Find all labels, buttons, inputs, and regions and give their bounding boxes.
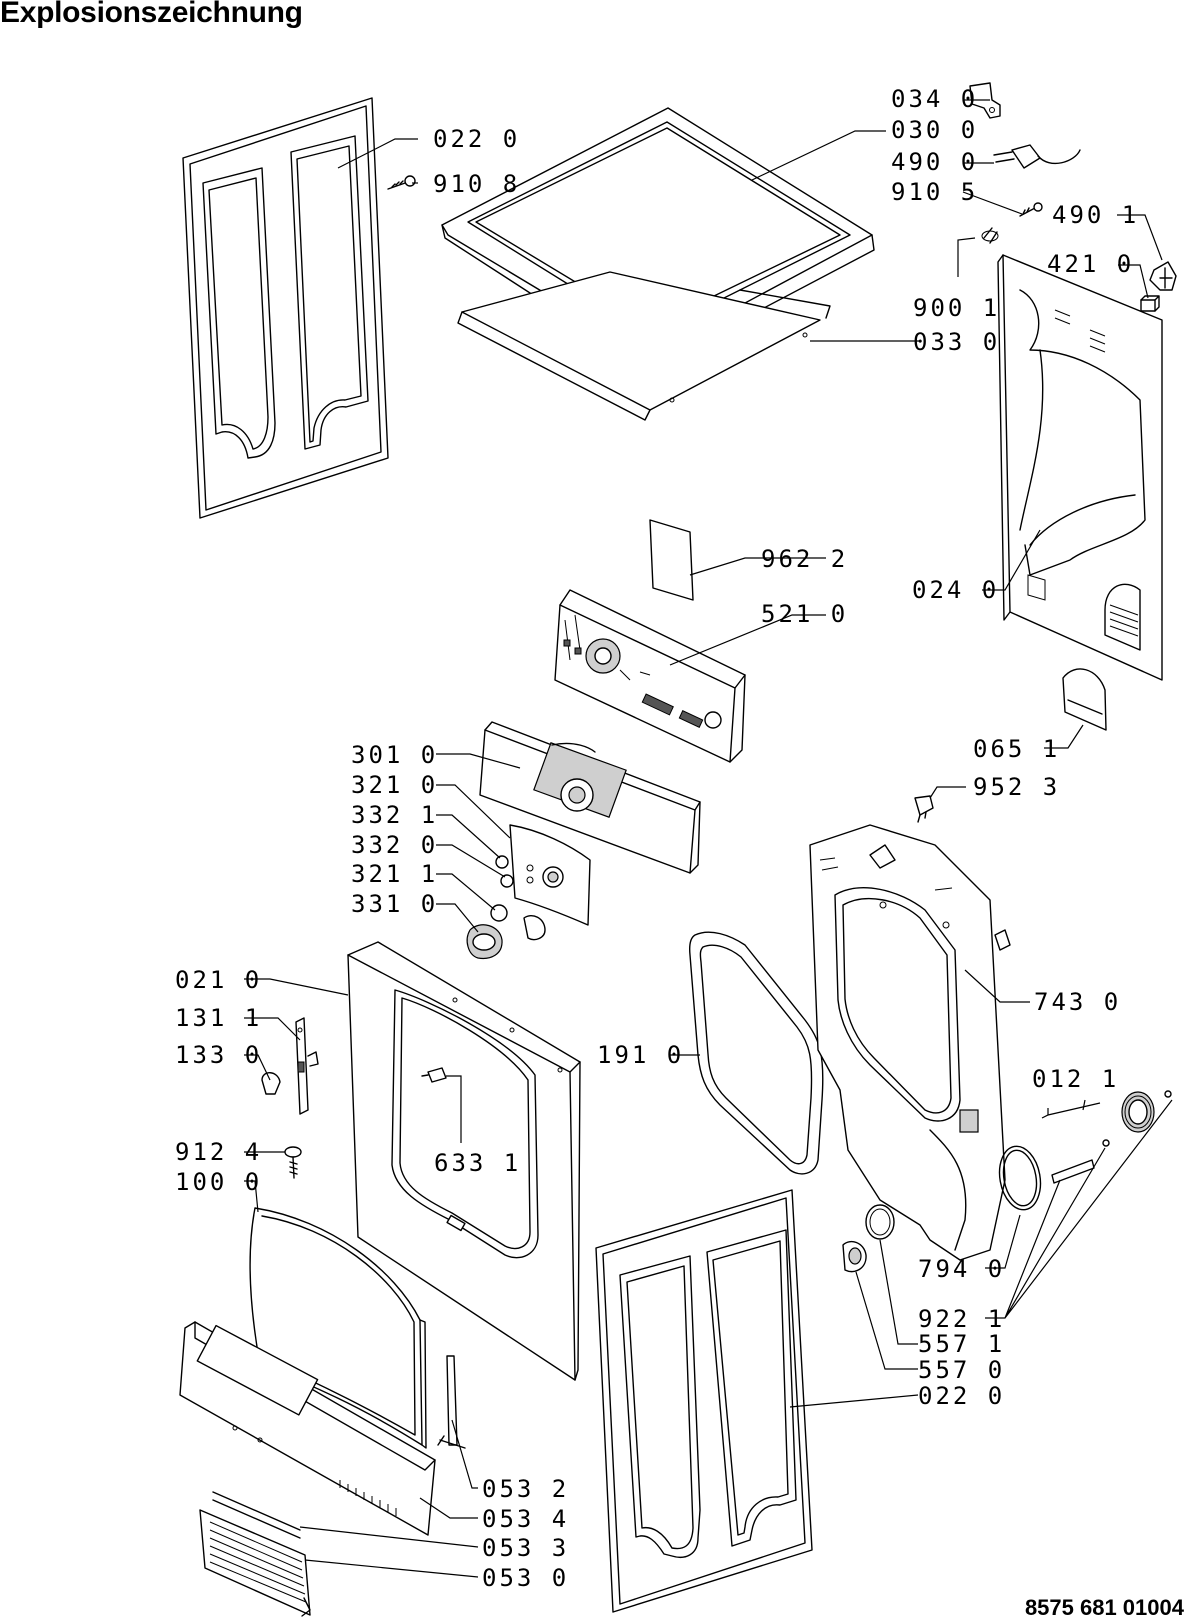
plinth-053-4-drawing (179, 1321, 436, 1536)
label-top-plate: 033 0 (913, 328, 1000, 356)
screw-912-4-drawing (284, 1146, 302, 1179)
label-insert-321-1: 321 1 (351, 860, 438, 888)
foot-952-drawing (914, 795, 934, 823)
label-axle-012: 012 1 (1032, 1065, 1119, 1093)
screw-910-5-drawing (1019, 202, 1043, 217)
hinge-pin-133-drawing (261, 1072, 281, 1095)
label-962-drawing (649, 519, 694, 601)
leader-lines (244, 99, 1173, 1578)
hinge-131-drawing (295, 1017, 319, 1115)
label-connector-421: 421 0 (1047, 250, 1134, 278)
latch-633-drawing (421, 1067, 447, 1083)
label-cover-065: 065 1 (973, 735, 1060, 763)
label-button-332-0: 332 0 (351, 831, 438, 859)
label-button-332-1: 332 1 (351, 801, 438, 829)
label-bearing-557: 557 0 (918, 1356, 1005, 1384)
label-ring-557-1: 557 1 (918, 1330, 1005, 1358)
top-plate-drawing (457, 271, 831, 421)
label-rear-bulkhead: 743 0 (1034, 988, 1121, 1016)
label-side-panel-left: 022 0 (433, 125, 520, 153)
label-latch-633: 633 1 (434, 1149, 521, 1177)
label-power-cord: 490 0 (891, 148, 978, 176)
label-screw-910-8: 910 8 (433, 170, 520, 198)
grille-drawing (199, 1491, 311, 1617)
page-title: Explosionszeichnung (0, 0, 303, 29)
buttons-knobs-drawing (466, 855, 546, 960)
label-grille-053: 053 0 (482, 1564, 569, 1592)
label-control-board: 521 0 (761, 600, 848, 628)
label-door-seal: 191 0 (597, 1041, 684, 1069)
label-foot-952: 952 3 (973, 773, 1060, 801)
screw-910-8-drawing (387, 175, 416, 190)
side-panel-right-drawing (595, 1189, 813, 1613)
part-labels: 022 0 910 8 034 0 030 0 490 0 910 5 490 … (175, 85, 1139, 1592)
label-screw-910-5: 910 5 (891, 178, 978, 206)
label-screw-912-4: 912 4 (175, 1138, 262, 1166)
front-panel-drawing (347, 941, 581, 1381)
side-panel-left-drawing (182, 97, 389, 519)
label-top-cover: 030 0 (891, 116, 978, 144)
panel-insert-drawing (509, 824, 591, 926)
label-filter-053-3: 053 3 (482, 1534, 569, 1562)
label-back-panel: 024 0 (912, 576, 999, 604)
door-seal-drawing (688, 931, 824, 1175)
rear-bulkhead-drawing (809, 824, 1011, 1261)
label-cord-clamp: 490 1 (1052, 201, 1139, 229)
label-bracket-034: 034 0 (891, 85, 978, 113)
power-cord-drawing (993, 144, 1081, 169)
document-number: 8575 681 01004 (1024, 1595, 1184, 1620)
door-drawing (249, 1207, 427, 1449)
label-bracket-053-2: 053 2 (482, 1475, 569, 1503)
control-board-drawing (554, 589, 746, 763)
cover-065-drawing (1062, 668, 1107, 731)
axle-assembly-drawing (842, 1090, 1172, 1273)
label-door: 100 0 (175, 1168, 262, 1196)
label-control-panel: 301 0 (351, 741, 438, 769)
label-clip-922: 922 1 (918, 1305, 1005, 1333)
label-seal-794: 794 0 (918, 1255, 1005, 1283)
label-front-panel: 021 0 (175, 966, 262, 994)
label-knob-331: 331 0 (351, 890, 438, 918)
label-panel-insert: 321 0 (351, 771, 438, 799)
back-panel-drawing (997, 254, 1163, 681)
small-parts-top-right-drawing (981, 227, 1177, 312)
label-hinge-pin-133: 133 0 (175, 1041, 262, 1069)
bracket-053-2-drawing (437, 1355, 466, 1449)
control-panel-drawing (479, 721, 701, 874)
label-plinth-053-4: 053 4 (482, 1505, 569, 1533)
label-clip-900: 900 1 (913, 294, 1000, 322)
label-label-962: 962 2 (761, 545, 848, 573)
label-hinge-131: 131 1 (175, 1004, 262, 1032)
label-side-panel-right: 022 0 (918, 1382, 1005, 1410)
